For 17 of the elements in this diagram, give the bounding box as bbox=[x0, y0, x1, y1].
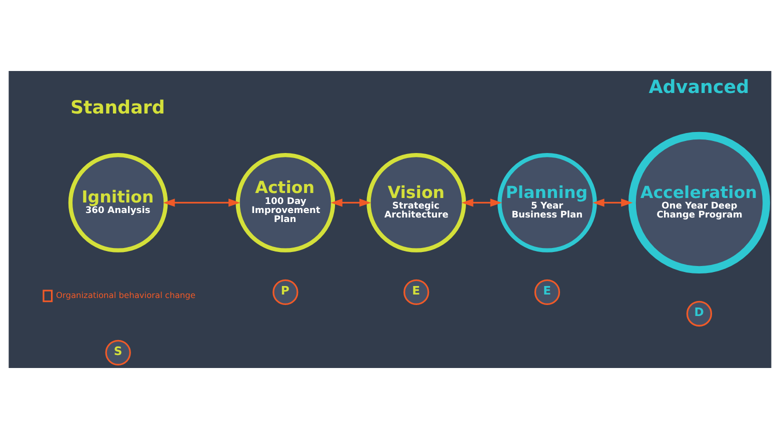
arrow bbox=[163, 198, 240, 207]
node-circle: Planning 5 Year Business Plan bbox=[498, 153, 597, 252]
legend-label: Organizational behavioral change bbox=[56, 290, 196, 300]
label: Standard bbox=[70, 98, 165, 119]
node-circle: Ignition 360 Analysis bbox=[68, 153, 168, 252]
label: Advanced bbox=[648, 77, 750, 98]
node-circle: Vision Strategic Architecture bbox=[366, 153, 466, 252]
node-circle: D bbox=[686, 300, 712, 327]
arrow bbox=[462, 198, 502, 207]
arrow bbox=[592, 198, 633, 207]
node-circle: E bbox=[403, 279, 430, 306]
node-circle: E bbox=[534, 279, 560, 306]
node-circle: Action 100 Day Improvement Plan bbox=[236, 153, 336, 252]
node-circle: S bbox=[105, 340, 131, 366]
node-circle: P bbox=[272, 279, 298, 306]
node-circle: Acceleration One Year Deep Change Program bbox=[628, 132, 770, 274]
arrow bbox=[330, 198, 371, 207]
